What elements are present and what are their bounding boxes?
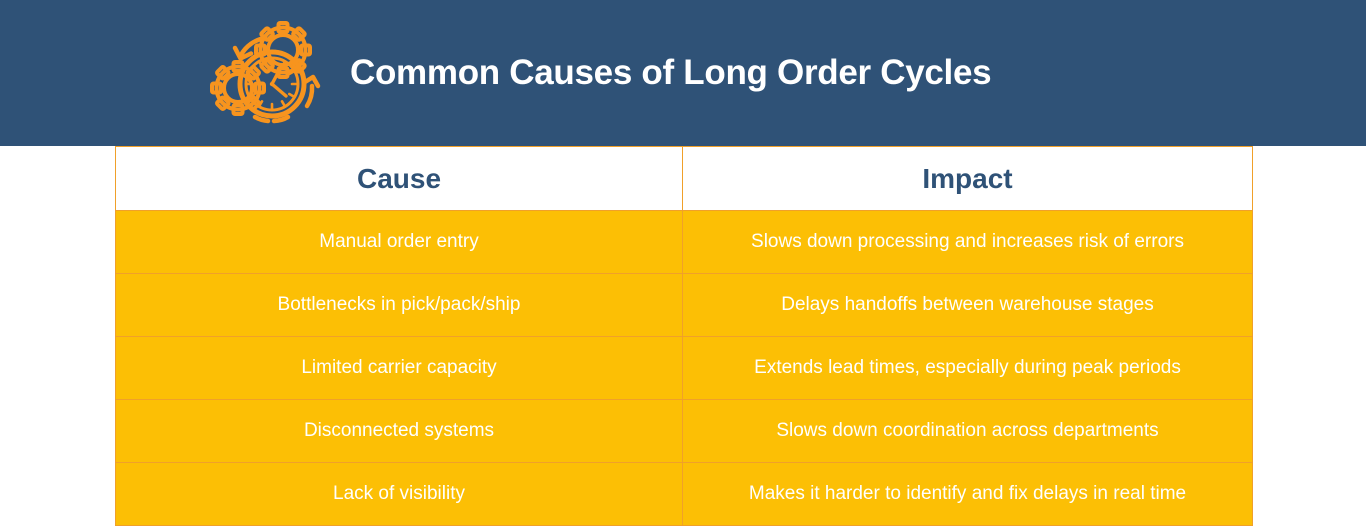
- table-header: Cause Impact: [115, 146, 1253, 211]
- gears-clock-cycle-icon: [208, 18, 336, 128]
- column-header-cause: Cause: [115, 146, 683, 211]
- cell-cause: Manual order entry: [115, 210, 683, 274]
- cell-impact: Extends lead times, especially during pe…: [682, 336, 1253, 400]
- cell-cause: Bottlenecks in pick/pack/ship: [115, 273, 683, 337]
- causes-impacts-table-container: Cause Impact Manual order entry Slows do…: [115, 146, 1253, 526]
- cell-impact: Slows down processing and increases risk…: [682, 210, 1253, 274]
- table-row: Limited carrier capacity Extends lead ti…: [115, 336, 1253, 400]
- table-row: Disconnected systems Slows down coordina…: [115, 399, 1253, 463]
- column-header-impact: Impact: [682, 146, 1253, 211]
- cell-impact: Slows down coordination across departmen…: [682, 399, 1253, 463]
- table-body: Manual order entry Slows down processing…: [115, 210, 1253, 526]
- table-row: Bottlenecks in pick/pack/ship Delays han…: [115, 273, 1253, 337]
- cell-impact: Makes it harder to identify and fix dela…: [682, 462, 1253, 526]
- causes-impacts-table: Cause Impact Manual order entry Slows do…: [115, 146, 1253, 526]
- table-header-row: Cause Impact: [115, 146, 1253, 211]
- cell-impact: Delays handoffs between warehouse stages: [682, 273, 1253, 337]
- page-title: Common Causes of Long Order Cycles: [350, 53, 992, 92]
- table-row: Lack of visibility Makes it harder to id…: [115, 462, 1253, 526]
- cell-cause: Lack of visibility: [115, 462, 683, 526]
- table-row: Manual order entry Slows down processing…: [115, 210, 1253, 274]
- header-banner: Common Causes of Long Order Cycles: [0, 0, 1366, 146]
- cell-cause: Limited carrier capacity: [115, 336, 683, 400]
- cell-cause: Disconnected systems: [115, 399, 683, 463]
